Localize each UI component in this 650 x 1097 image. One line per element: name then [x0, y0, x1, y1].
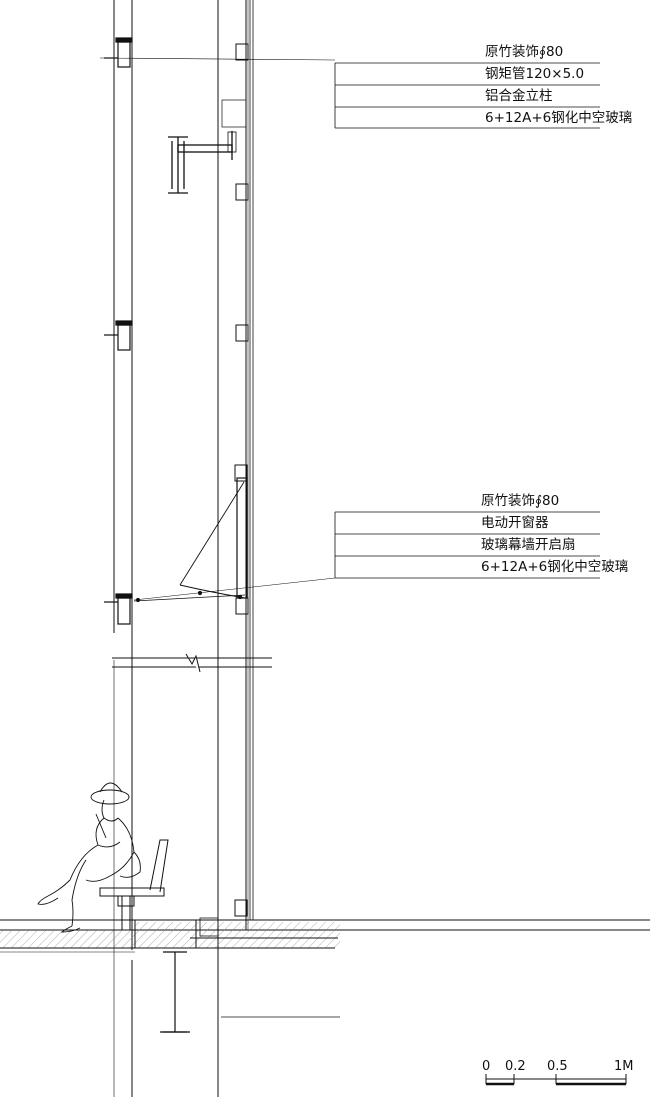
callout-lower-label-1: 原竹装饰∮80 — [481, 493, 559, 509]
opening-vent — [133, 477, 336, 603]
callout-upper-label-4: 6+12A+6钢化中空玻璃 — [485, 109, 632, 126]
bamboo-bracket — [104, 37, 133, 68]
scale-label-1m: 1M — [614, 1059, 634, 1074]
callout-lower-label-3: 玻璃幕墙开启扇 — [481, 536, 576, 553]
callout-upper-label-2: 钢矩管120×5.0 — [485, 66, 584, 82]
callout-lower — [334, 511, 600, 579]
bamboo-bracket — [104, 320, 133, 351]
bamboo-column — [113, 0, 133, 1097]
seated-figure — [37, 782, 141, 933]
scale-bar — [485, 1074, 627, 1086]
callout-upper-label-3: 铝合金立柱 — [485, 88, 553, 104]
slab-beam — [160, 951, 340, 1033]
callout-upper — [99, 57, 600, 129]
scale-label-0-5: 0.5 — [547, 1059, 568, 1074]
callout-upper-label-1: 原竹装饰∮80 — [485, 44, 563, 60]
steel-bracket — [168, 131, 237, 194]
break-line — [112, 653, 272, 673]
floor-slab — [0, 917, 650, 953]
scale-label-0-2: 0.2 — [505, 1059, 526, 1074]
glass-clamp — [234, 43, 249, 917]
callout-lower-label-2: 电动开窗器 — [481, 514, 549, 531]
bamboo-bracket — [104, 593, 133, 625]
bench — [99, 839, 169, 930]
insulated-glass — [249, 0, 254, 920]
scale-label-0: 0 — [482, 1059, 490, 1074]
callout-lower-label-4: 6+12A+6钢化中空玻璃 — [481, 558, 628, 575]
